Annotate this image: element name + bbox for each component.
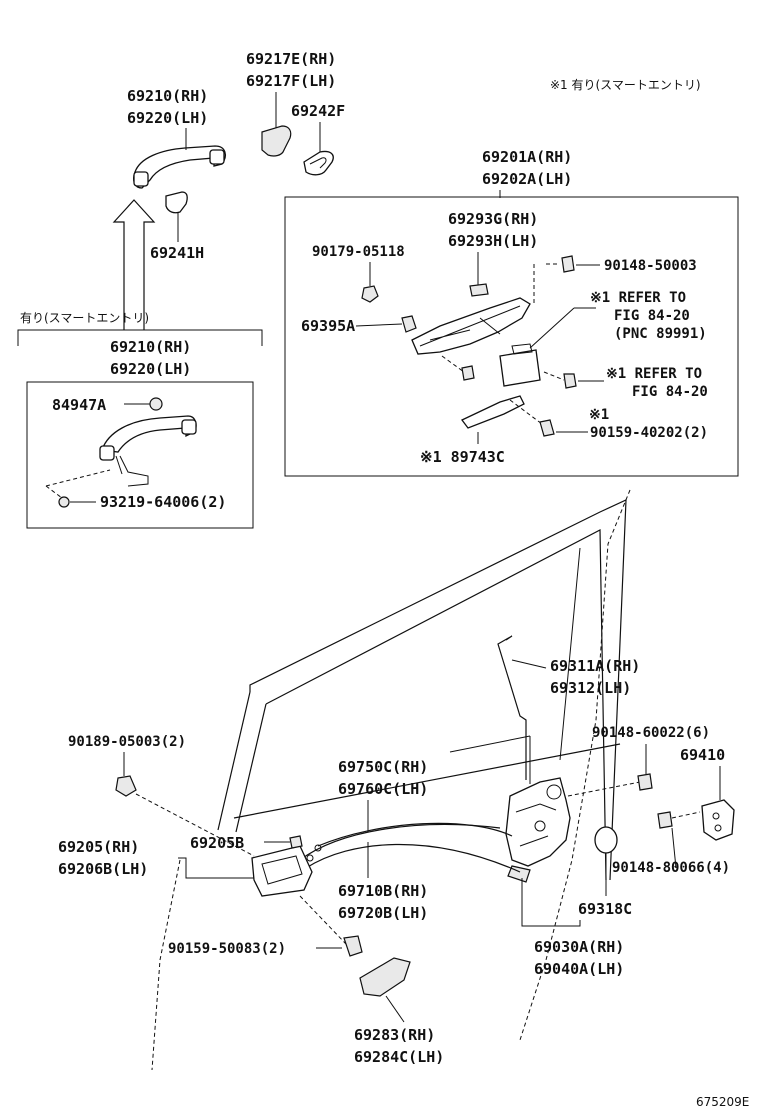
bolt-90148-50003 xyxy=(561,255,575,273)
nut-90179 xyxy=(361,285,379,303)
lock-cylinder-group: 69201A(RH) 69202A(LH) 69293G(RH) 69293H(… xyxy=(284,148,739,477)
label-69202a[interactable]: 69202A(LH) xyxy=(482,170,572,188)
cable-69710b xyxy=(305,843,521,873)
mark-90159-40202: ※1 xyxy=(589,407,609,423)
label-69283[interactable]: 69283(RH) xyxy=(354,1026,435,1044)
handle-end-right xyxy=(209,149,225,165)
door-frame-outer xyxy=(249,499,627,881)
cover-69242-shape xyxy=(303,150,334,176)
label-90148-80066[interactable]: 90148-80066(4) xyxy=(612,860,730,876)
smart-entry-label: 有り(スマートエントリ) xyxy=(20,311,149,325)
pad-69217-shape xyxy=(261,125,292,157)
label-69241h[interactable]: 69241H xyxy=(150,244,204,262)
label-90148-60022[interactable]: 90148-60022(6) xyxy=(592,725,710,741)
label-69293g[interactable]: 69293G(RH) xyxy=(448,210,538,228)
label-69217-lh[interactable]: 69217F(LH) xyxy=(246,72,336,90)
label-69312[interactable]: 69312(LH) xyxy=(550,679,631,697)
handle-end-left xyxy=(133,171,149,187)
inside-handle-69205 xyxy=(251,845,313,897)
refer1-line1[interactable]: ※1 REFER TO xyxy=(590,290,686,306)
smart-handle-wire xyxy=(119,455,149,487)
door-latch-69030 xyxy=(505,777,571,867)
clip-69293 xyxy=(469,283,489,297)
lock-cylinder-box xyxy=(284,196,739,477)
label-90189[interactable]: 90189-05003(2) xyxy=(68,734,186,750)
label-89743c[interactable]: ※1 89743C xyxy=(420,448,505,466)
striker-69410 xyxy=(701,799,735,841)
lower-assembly: 69311A(RH) 69312(LH) 90148-60022(6) 6941… xyxy=(58,635,735,1066)
label-69210-rh-top[interactable]: 69210(RH) xyxy=(127,87,208,105)
label-90179[interactable]: 90179-05118 xyxy=(312,244,405,260)
clip-90189 xyxy=(115,775,137,797)
refer1-line3[interactable]: (PNC 89991) xyxy=(614,326,707,342)
label-69750c[interactable]: 69750C(RH) xyxy=(338,758,428,776)
label-84947a[interactable]: 84947A xyxy=(52,396,106,414)
refer1-line2[interactable]: FIG 84-20 xyxy=(614,308,690,324)
up-arrow xyxy=(112,199,156,330)
smart-entry-group: 有り(スマートエントリ) 69210(RH) 69220(LH) 84947A … xyxy=(17,311,263,529)
door-outline-dashed xyxy=(519,489,631,1041)
label-69206b[interactable]: 69206B(LH) xyxy=(58,860,148,878)
refer2-line2[interactable]: FIG 84-20 xyxy=(632,384,708,400)
label-69293h[interactable]: 69293H(LH) xyxy=(448,232,538,250)
label-69217-rh[interactable]: 69217E(RH) xyxy=(246,50,336,68)
bolt-90159-40202 xyxy=(539,419,555,437)
label-69318c[interactable]: 69318C xyxy=(578,900,632,918)
label-69710b[interactable]: 69710B(RH) xyxy=(338,882,428,900)
label-69720b[interactable]: 69720B(LH) xyxy=(338,904,428,922)
label-69205[interactable]: 69205(RH) xyxy=(58,838,139,856)
label-90159-50083[interactable]: 90159-50083(2) xyxy=(168,941,286,957)
label-69220-lh-box[interactable]: 69220(LH) xyxy=(110,360,191,378)
label-69284c[interactable]: 69284C(LH) xyxy=(354,1048,444,1066)
door-frame-inner-a xyxy=(265,529,607,881)
label-93219[interactable]: 93219-64006(2) xyxy=(100,493,226,511)
door-frame xyxy=(151,489,631,1071)
label-69760c[interactable]: 69760C(LH) xyxy=(338,780,428,798)
label-69220-lh-top[interactable]: 69220(LH) xyxy=(127,109,208,127)
label-69205b[interactable]: 69205B xyxy=(190,834,244,852)
smart-entry-note: ※1 有り(スマートエントリ) xyxy=(550,78,701,92)
label-69030a[interactable]: 69030A(RH) xyxy=(534,938,624,956)
label-90159-40202[interactable]: 90159-40202(2) xyxy=(590,425,708,441)
cap-84947a xyxy=(149,397,163,411)
label-69242f[interactable]: 69242F xyxy=(291,102,345,120)
cover-69283 xyxy=(359,957,411,997)
pad-69241-shape xyxy=(165,191,188,214)
outside-handle-group: 69217E(RH) 69217F(LH) 69210(RH) 69220(LH… xyxy=(112,50,345,330)
refer2-line1[interactable]: ※1 REFER TO xyxy=(606,366,702,382)
figure-code: 675209E xyxy=(696,1095,749,1109)
label-69395a[interactable]: 69395A xyxy=(301,317,355,335)
screw-cylinder xyxy=(461,365,475,381)
screw-93219 xyxy=(58,496,70,508)
label-69040a[interactable]: 69040A(LH) xyxy=(534,960,624,978)
rod-69311 xyxy=(497,635,527,780)
cover-69318c xyxy=(594,826,618,854)
bolt-refer2 xyxy=(563,373,577,389)
label-69210-rh-box[interactable]: 69210(RH) xyxy=(110,338,191,356)
clip-69395a xyxy=(401,315,417,333)
label-69201a[interactable]: 69201A(RH) xyxy=(482,148,572,166)
label-90148-50003[interactable]: 90148-50003 xyxy=(604,258,697,274)
smart-entry-handle-box xyxy=(26,381,254,529)
bolt-90148-60022 xyxy=(637,773,653,791)
actuator-unit xyxy=(499,349,541,387)
label-69311a[interactable]: 69311A(RH) xyxy=(550,657,640,675)
bracket-89743c xyxy=(461,395,525,429)
label-69410[interactable]: 69410 xyxy=(680,746,725,764)
screw-90159-50083 xyxy=(343,935,363,957)
bolt-90148-80066 xyxy=(657,811,673,829)
